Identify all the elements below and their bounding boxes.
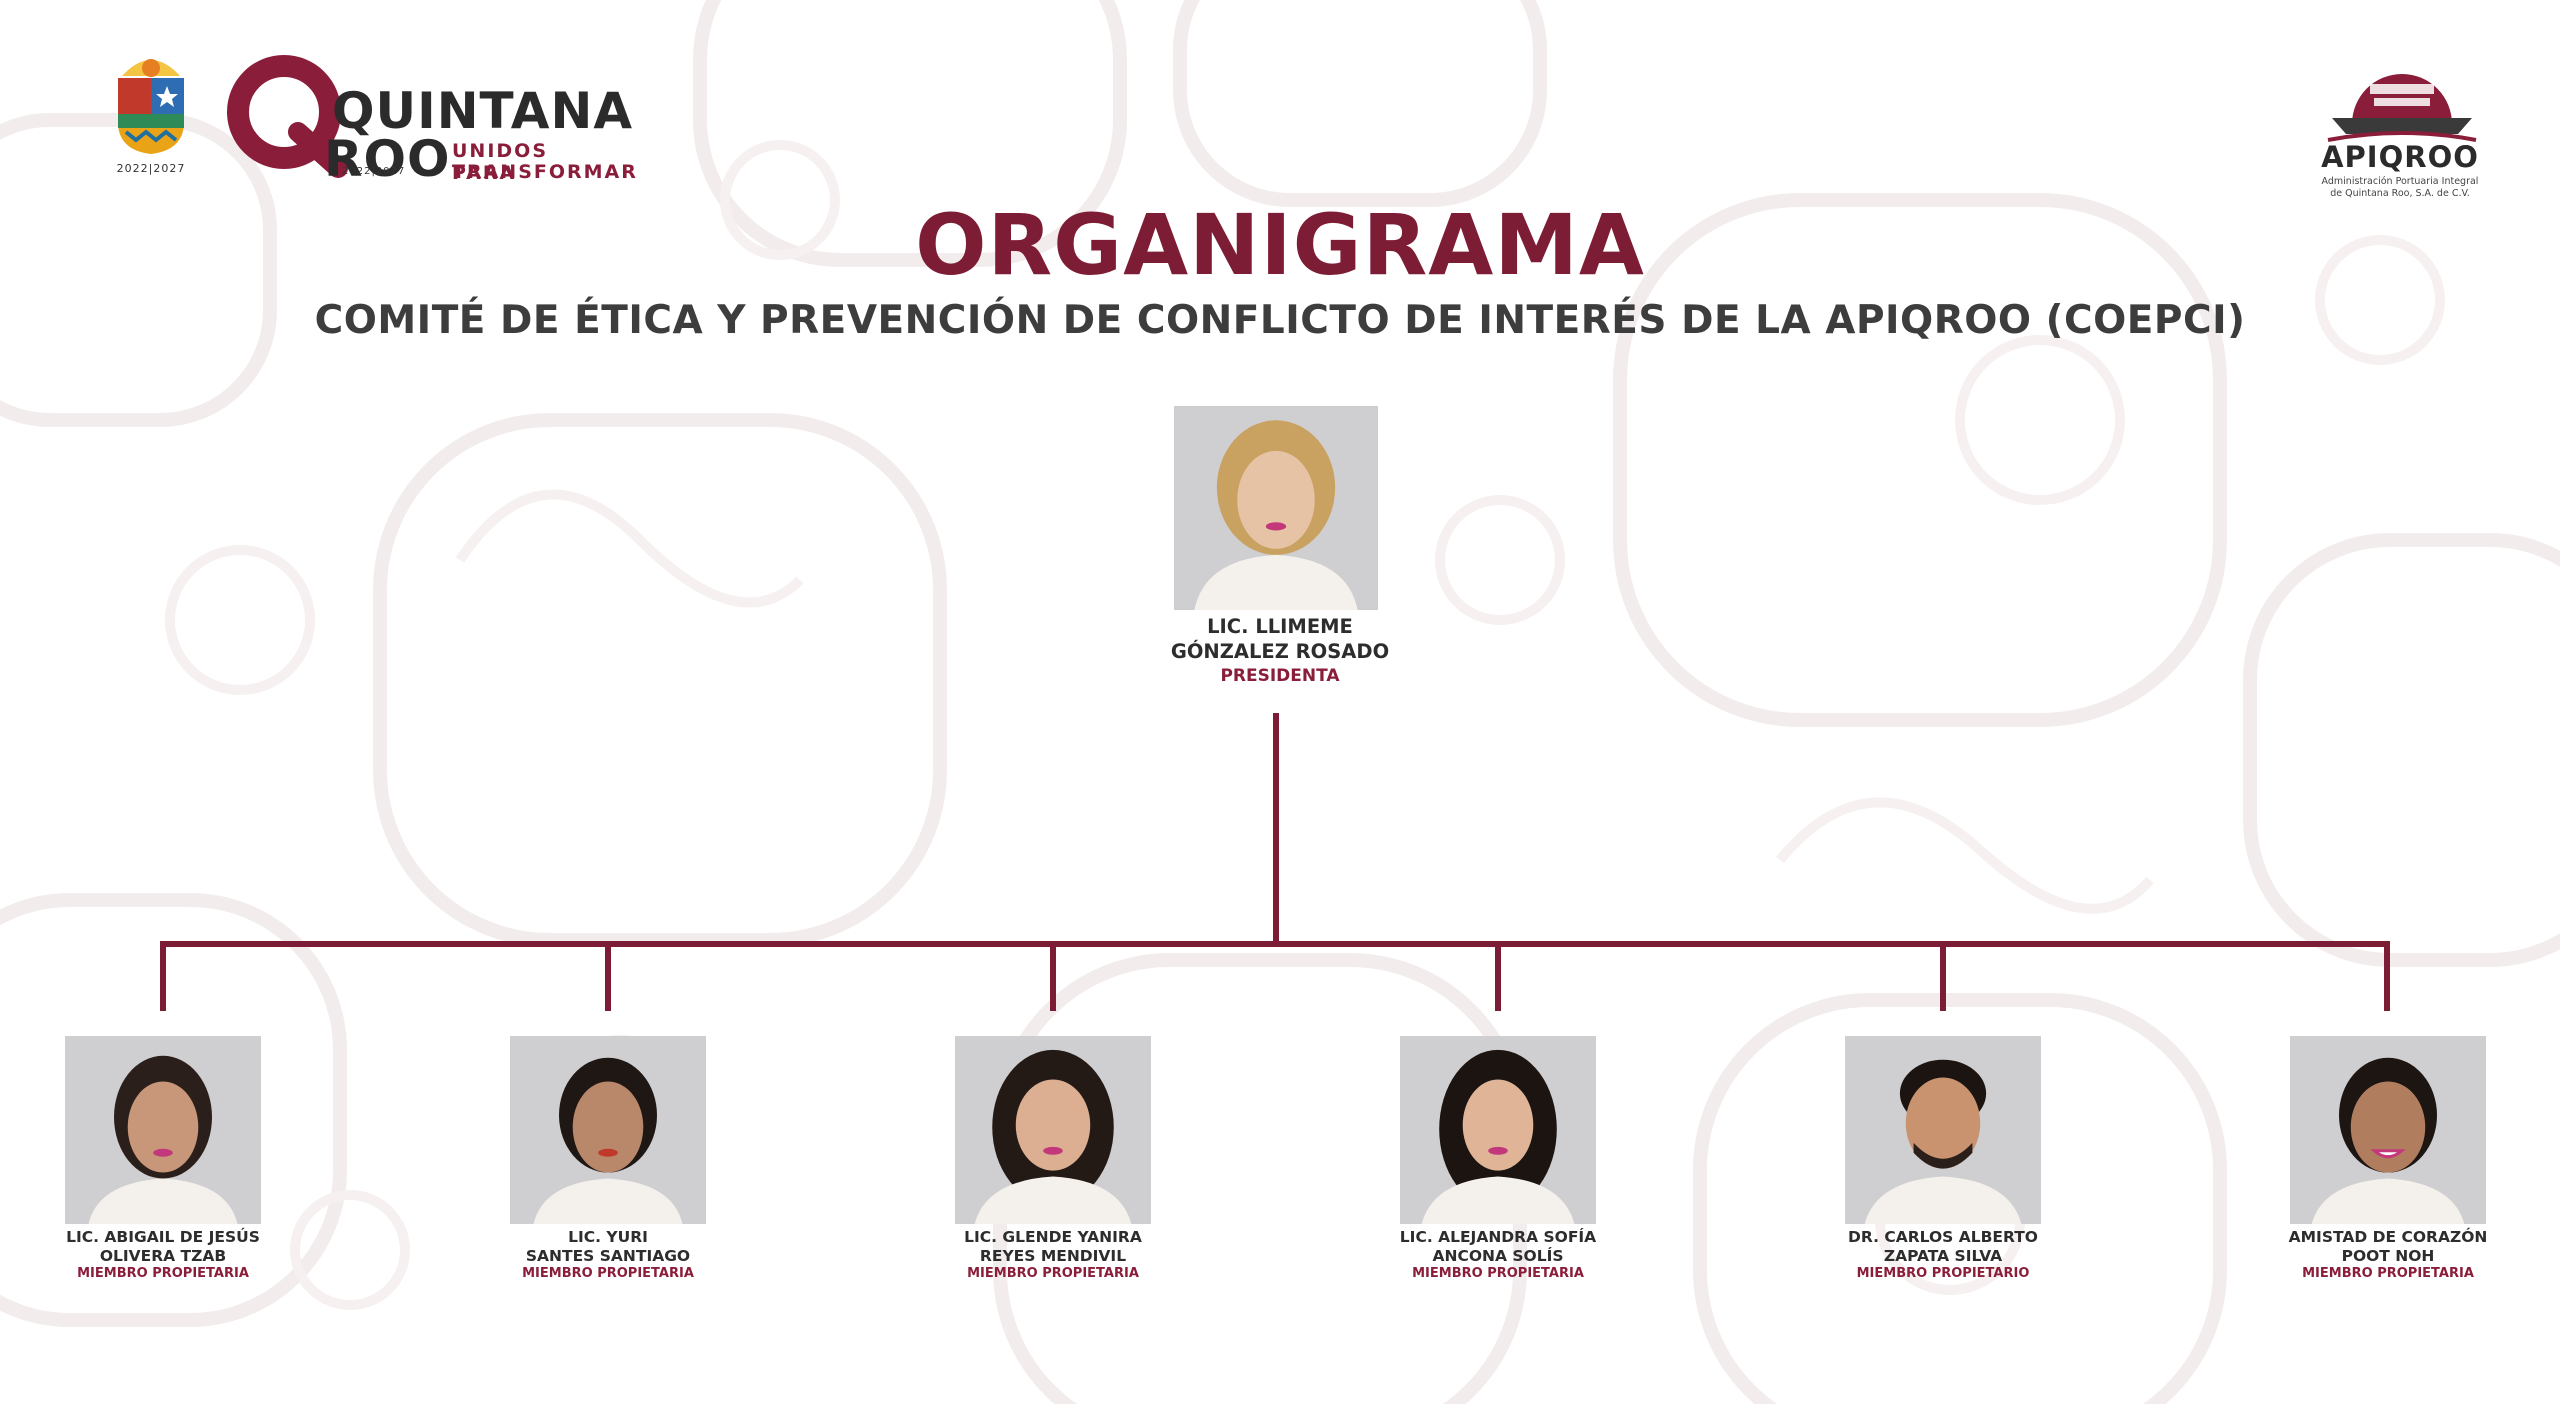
member-name-3: LIC. GLENDE YANIRA REYES MENDIVIL <box>964 1228 1142 1265</box>
member-role-5: MIEMBRO PROPIETARIO <box>1856 1266 2030 1281</box>
president-name: LIC. LLIMEME GÓNZALEZ ROSADO <box>1170 615 1390 663</box>
member-name-6: AMISTAD DE CORAZÓN POOT NOH <box>2288 1228 2488 1265</box>
member-name-2: LIC. YURI SANTES SANTIAGO <box>525 1228 691 1265</box>
member-name-1: LIC. ABIGAIL DE JESÚS OLIVERA TZAB <box>66 1228 260 1265</box>
member-role-4: MIEMBRO PROPIETARIA <box>1412 1266 1584 1281</box>
brand-line-1: QUINTANA <box>332 82 634 140</box>
member-role-6: MIEMBRO PROPIETARIA <box>2302 1266 2474 1281</box>
member-photo-4 <box>1400 1036 1596 1224</box>
member-photo-2 <box>510 1036 706 1224</box>
brand-line-2: ROO <box>324 130 451 188</box>
president-role: PRESIDENTA <box>1220 666 1340 686</box>
member-photo-3 <box>955 1036 1151 1224</box>
brand-years: 2022|2027 <box>342 166 406 177</box>
member-role-1: MIEMBRO PROPIETARIA <box>77 1266 249 1281</box>
member-photo-1 <box>65 1036 261 1224</box>
shield-years: 2022|2027 <box>116 162 186 175</box>
apiqroo-logo: APIQROO Administración Portuaria Integra… <box>2300 46 2500 206</box>
slogan-line-1: UNIDOS PARA <box>452 140 549 184</box>
quintana-roo-wordmark: QUINTANA ROO UNIDOS PARA TRANSFORMAR 202… <box>220 54 636 188</box>
q-emblem-icon <box>227 55 348 178</box>
apiqroo-name: APIQROO <box>2321 140 2479 174</box>
member-name-5: DR. CARLOS ALBERTO ZAPATA SILVA <box>1847 1228 2038 1265</box>
member-photo-6 <box>2290 1036 2486 1224</box>
member-role-3: MIEMBRO PROPIETARIA <box>967 1266 1139 1281</box>
page-title: ORGANIGRAMA <box>915 196 1645 294</box>
apiqroo-subtitle: Administración Portuaria Integral de Qui… <box>2321 176 2479 199</box>
president-photo <box>1174 406 1378 610</box>
slogan-line-2: TRANSFORMAR <box>452 161 638 183</box>
member-photo-5 <box>1845 1036 2041 1224</box>
page-subtitle: COMITÉ DE ÉTICA Y PREVENCIÓN DE CONFLICT… <box>314 298 2246 343</box>
ship-emblem-icon <box>2327 74 2477 142</box>
member-name-4: LIC. ALEJANDRA SOFÍA ANCONA SOLÍS <box>1399 1228 1597 1265</box>
quintana-roo-logo: 2022|2027 QUINTANA ROO UNIDOS PARA TRANS… <box>108 48 636 188</box>
state-shield-icon <box>118 59 184 154</box>
member-role-2: MIEMBRO PROPIETARIA <box>522 1266 694 1281</box>
